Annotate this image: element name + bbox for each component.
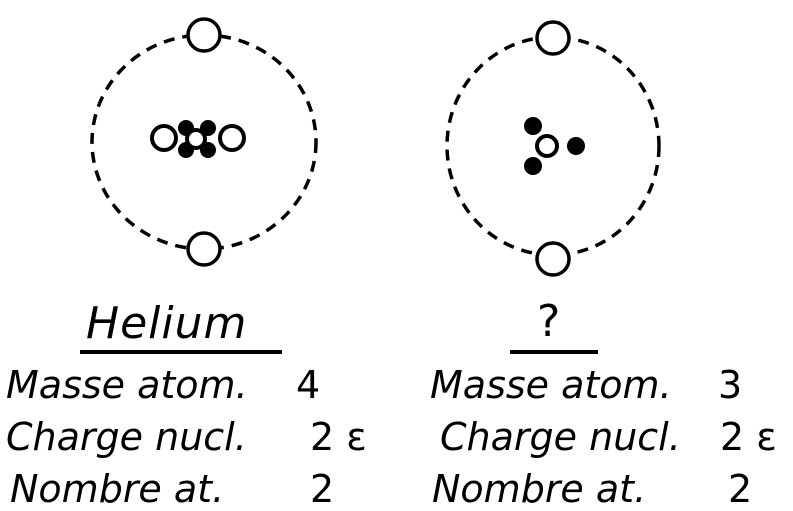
unknown-charge-value: 2 ε xyxy=(720,415,777,459)
unknown-orbit xyxy=(445,35,661,257)
helium-number-value: 2 xyxy=(310,467,335,511)
unknown-electron-top xyxy=(535,20,571,56)
helium-charge-label: Charge nucl. xyxy=(6,415,247,459)
unknown-number-value: 2 xyxy=(728,467,753,511)
proton xyxy=(535,134,559,158)
helium-electron-bottom xyxy=(186,231,222,267)
helium-electron-top xyxy=(186,17,222,53)
helium-title: Helium xyxy=(86,298,248,349)
unknown-atom xyxy=(445,20,661,277)
helium-mass-label: Masse atom. xyxy=(6,363,248,407)
helium-atom xyxy=(90,17,318,267)
unknown-electron-bottom xyxy=(535,241,571,277)
unknown-charge-label: Charge nucl. xyxy=(440,415,681,459)
proton xyxy=(185,128,207,150)
unknown-mass-value: 3 xyxy=(718,363,743,407)
helium-number-label: Nombre at. xyxy=(10,467,225,511)
neutron xyxy=(567,137,585,155)
helium-mass-value: 4 xyxy=(296,363,321,407)
unknown-mass-label: Masse atom. xyxy=(430,363,672,407)
proton xyxy=(150,124,178,152)
helium-nucleus xyxy=(150,120,246,158)
unknown-number-label: Nombre at. xyxy=(432,467,647,511)
proton xyxy=(218,124,246,152)
neutron xyxy=(524,117,542,135)
unknown-nucleus xyxy=(524,117,585,175)
neutron xyxy=(524,157,542,175)
helium-charge-value: 2 ε xyxy=(310,415,367,459)
unknown-title: ? xyxy=(537,296,562,347)
